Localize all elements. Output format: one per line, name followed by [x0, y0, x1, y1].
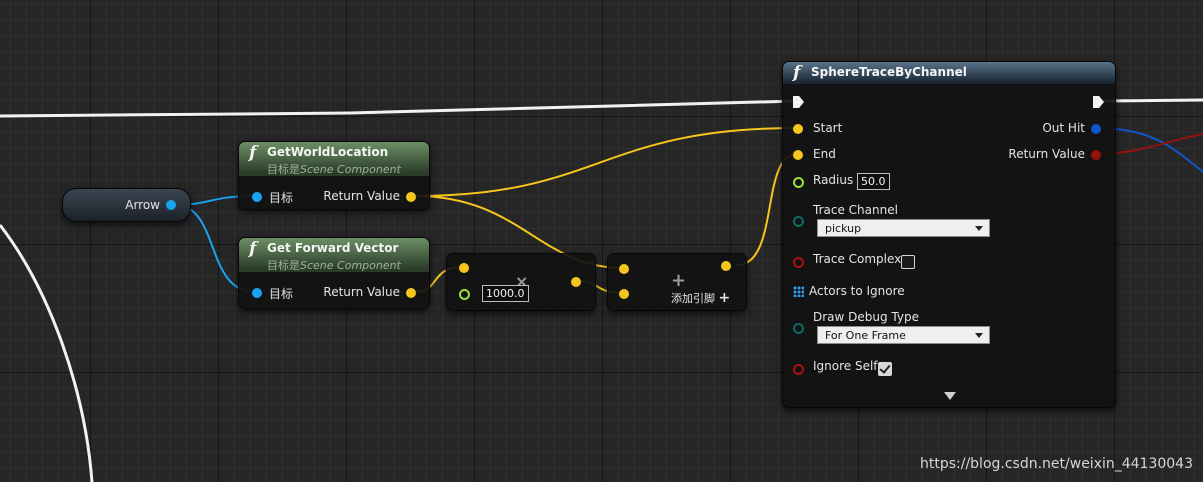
trace-channel-pin[interactable] [793, 216, 804, 227]
node-title: Get Forward Vector [267, 241, 399, 255]
out-hit-label: Out Hit [1042, 121, 1085, 135]
start-pin[interactable] [793, 124, 803, 134]
trace-channel-value: pickup [825, 222, 862, 235]
add-node[interactable]: + 添加引脚 + [607, 253, 747, 311]
out-hit-pin[interactable] [1091, 124, 1101, 134]
radius-label: Radius [813, 173, 854, 187]
watermark: https://blog.csdn.net/weixin_44130043 [919, 456, 1193, 472]
draw-debug-type-dropdown[interactable]: For One Frame [817, 326, 990, 344]
node-title: GetWorldLocation [267, 145, 389, 159]
draw-debug-type-pin[interactable] [793, 323, 804, 334]
target-pin-label: 目标 [269, 191, 294, 205]
expand-arrow-icon[interactable] [944, 392, 956, 400]
get-world-location-node[interactable]: f GetWorldLocation 目标是Scene Component 目标… [238, 141, 430, 210]
node-header: f GetWorldLocation 目标是Scene Component [239, 142, 429, 176]
trace-complex-pin[interactable] [793, 257, 804, 268]
draw-debug-type-value: For One Frame [825, 329, 906, 342]
function-icon: f [793, 63, 801, 83]
target-input-pin[interactable] [252, 192, 262, 202]
add-output-pin[interactable] [721, 261, 731, 271]
actors-to-ignore-label: Actors to Ignore [809, 284, 905, 298]
node-subtitle: 目标是Scene Component [267, 163, 401, 176]
trace-complex-label: Trace Complex [813, 252, 902, 266]
multiplier-value-field[interactable]: 1000.0 [482, 285, 529, 302]
get-forward-vector-node[interactable]: f Get Forward Vector 目标是Scene Component … [238, 237, 430, 309]
function-icon: f [249, 143, 257, 163]
radius-value-field[interactable]: 50.0 [857, 173, 890, 190]
sphere-trace-node[interactable]: f SphereTraceByChannel Start Out Hit End… [782, 61, 1116, 408]
target-input-pin[interactable] [252, 288, 262, 298]
return-value-pin[interactable] [406, 192, 416, 202]
exec-wire-in [0, 99, 798, 118]
trace-channel-label: Trace Channel [813, 203, 898, 217]
chevron-down-icon [975, 226, 983, 231]
chevron-down-icon [975, 333, 983, 338]
node-title: SphereTraceByChannel [811, 65, 967, 79]
multiply-input-a-pin[interactable] [459, 263, 469, 273]
multiply-output-pin[interactable] [571, 277, 581, 287]
return-value-pin[interactable] [1091, 150, 1101, 160]
exec-output-pin[interactable] [1093, 96, 1104, 108]
return-value-label: Return Value [323, 189, 400, 203]
trace-complex-checkbox[interactable] [901, 255, 915, 269]
exec-wire-out [1102, 98, 1203, 103]
arrow-output-pin[interactable] [166, 200, 176, 210]
add-pin-plus-icon: + [718, 290, 731, 306]
return-value-label: Return Value [323, 285, 400, 299]
ignore-self-label: Ignore Self [813, 359, 878, 373]
exec-wire-curve [0, 224, 94, 482]
return-value-label: Return Value [1008, 147, 1085, 161]
draw-debug-type-label: Draw Debug Type [813, 310, 919, 324]
function-icon: f [249, 239, 257, 259]
add-input-b-pin[interactable] [619, 289, 629, 299]
trace-channel-dropdown[interactable]: pickup [817, 219, 990, 237]
add-input-a-pin[interactable] [619, 264, 629, 274]
multiply-node[interactable]: × 1000.0 [446, 253, 596, 311]
exec-input-pin[interactable] [793, 96, 804, 108]
add-icon: + [671, 270, 687, 291]
radius-pin[interactable] [793, 177, 804, 188]
array-pin-icon[interactable] [793, 286, 804, 297]
target-pin-label: 目标 [269, 287, 294, 301]
node-subtitle: 目标是Scene Component [267, 259, 401, 272]
return-value-pin[interactable] [406, 288, 416, 298]
start-label: Start [813, 121, 843, 135]
end-label: End [813, 147, 836, 161]
node-header: f Get Forward Vector 目标是Scene Component [239, 238, 429, 272]
ignore-self-checkbox[interactable] [878, 362, 892, 376]
add-pin-button[interactable]: 添加引脚 + [671, 290, 731, 306]
arrow-node-label: Arrow [125, 198, 160, 212]
arrow-node[interactable]: Arrow [62, 188, 191, 222]
end-pin[interactable] [793, 150, 803, 160]
vector-wire-start [414, 127, 798, 197]
ignore-self-pin[interactable] [793, 364, 804, 375]
multiply-input-b-pin[interactable] [459, 289, 470, 300]
node-header: f SphereTraceByChannel [783, 62, 1115, 84]
